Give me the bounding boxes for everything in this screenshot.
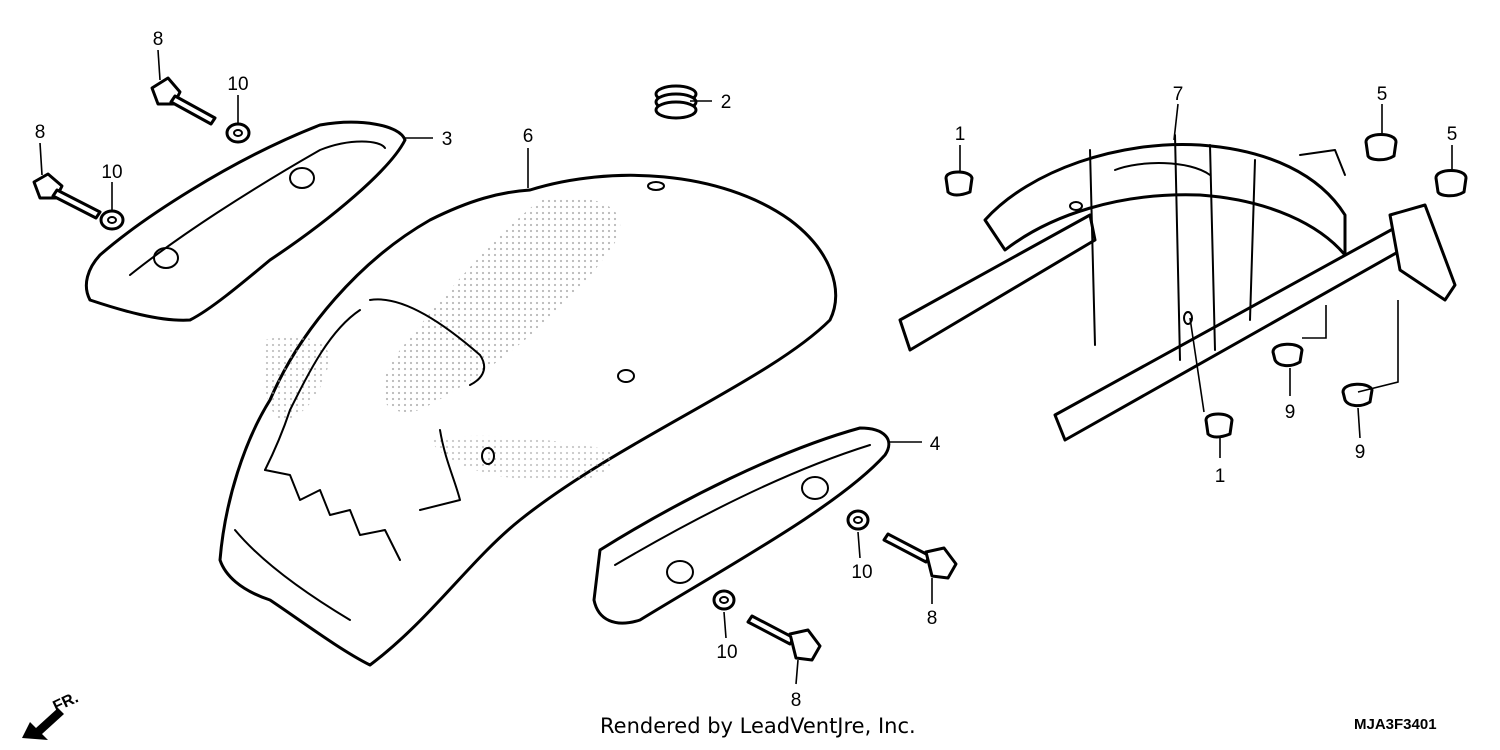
flange-bolt-part — [32, 172, 102, 220]
callout-4: 4 — [930, 434, 941, 455]
flange-bolt-part — [746, 614, 822, 662]
washer-part — [712, 589, 736, 611]
callout-3: 3 — [442, 129, 453, 150]
flange-bolt-part — [882, 532, 958, 580]
bolt-part — [1271, 342, 1304, 368]
grommet-part — [654, 84, 698, 120]
callout-6: 6 — [523, 126, 534, 147]
callout-10: 10 — [851, 562, 872, 583]
washer-part — [99, 209, 125, 231]
callout-8: 8 — [153, 29, 164, 50]
clip-part — [944, 170, 974, 197]
front-label: FR. — [51, 689, 82, 715]
callout-8: 8 — [35, 122, 46, 143]
callout-8: 8 — [791, 690, 802, 711]
callout-5: 5 — [1447, 124, 1458, 145]
callout-labels: 1 1 2 3 4 5 5 6 7 8 8 8 8 9 9 10 10 10 1… — [35, 29, 1458, 711]
rear-fender-part — [218, 173, 838, 667]
diagram-code: MJA3F3401 — [1354, 716, 1437, 733]
callout-10: 10 — [101, 162, 122, 183]
leader-lines — [39, 49, 1453, 685]
fender-frame-part — [898, 134, 1457, 442]
side-cover-lower-part — [592, 426, 891, 625]
callout-8: 8 — [927, 608, 938, 629]
callout-9: 9 — [1355, 442, 1366, 463]
side-cover-upper-part — [84, 120, 407, 322]
callout-2: 2 — [721, 92, 732, 113]
washer-part — [225, 122, 251, 144]
cushion-part — [1434, 169, 1468, 198]
washer-part — [846, 509, 870, 531]
callout-1: 1 — [955, 124, 966, 145]
callout-10: 10 — [716, 642, 737, 663]
clip-part — [1204, 412, 1234, 439]
callout-9: 9 — [1285, 402, 1296, 423]
callout-5: 5 — [1377, 84, 1388, 105]
front-arrow-icon — [22, 708, 64, 740]
front-direction-indicator: FR. — [22, 689, 81, 740]
bolt-part — [1341, 382, 1374, 408]
callout-7: 7 — [1173, 84, 1184, 105]
cushion-part — [1364, 133, 1398, 162]
flange-bolt-part — [150, 76, 217, 126]
callout-10: 10 — [227, 74, 248, 95]
render-credit: Rendered by LeadVentJre, Inc. — [600, 714, 916, 738]
callout-1: 1 — [1215, 466, 1226, 487]
